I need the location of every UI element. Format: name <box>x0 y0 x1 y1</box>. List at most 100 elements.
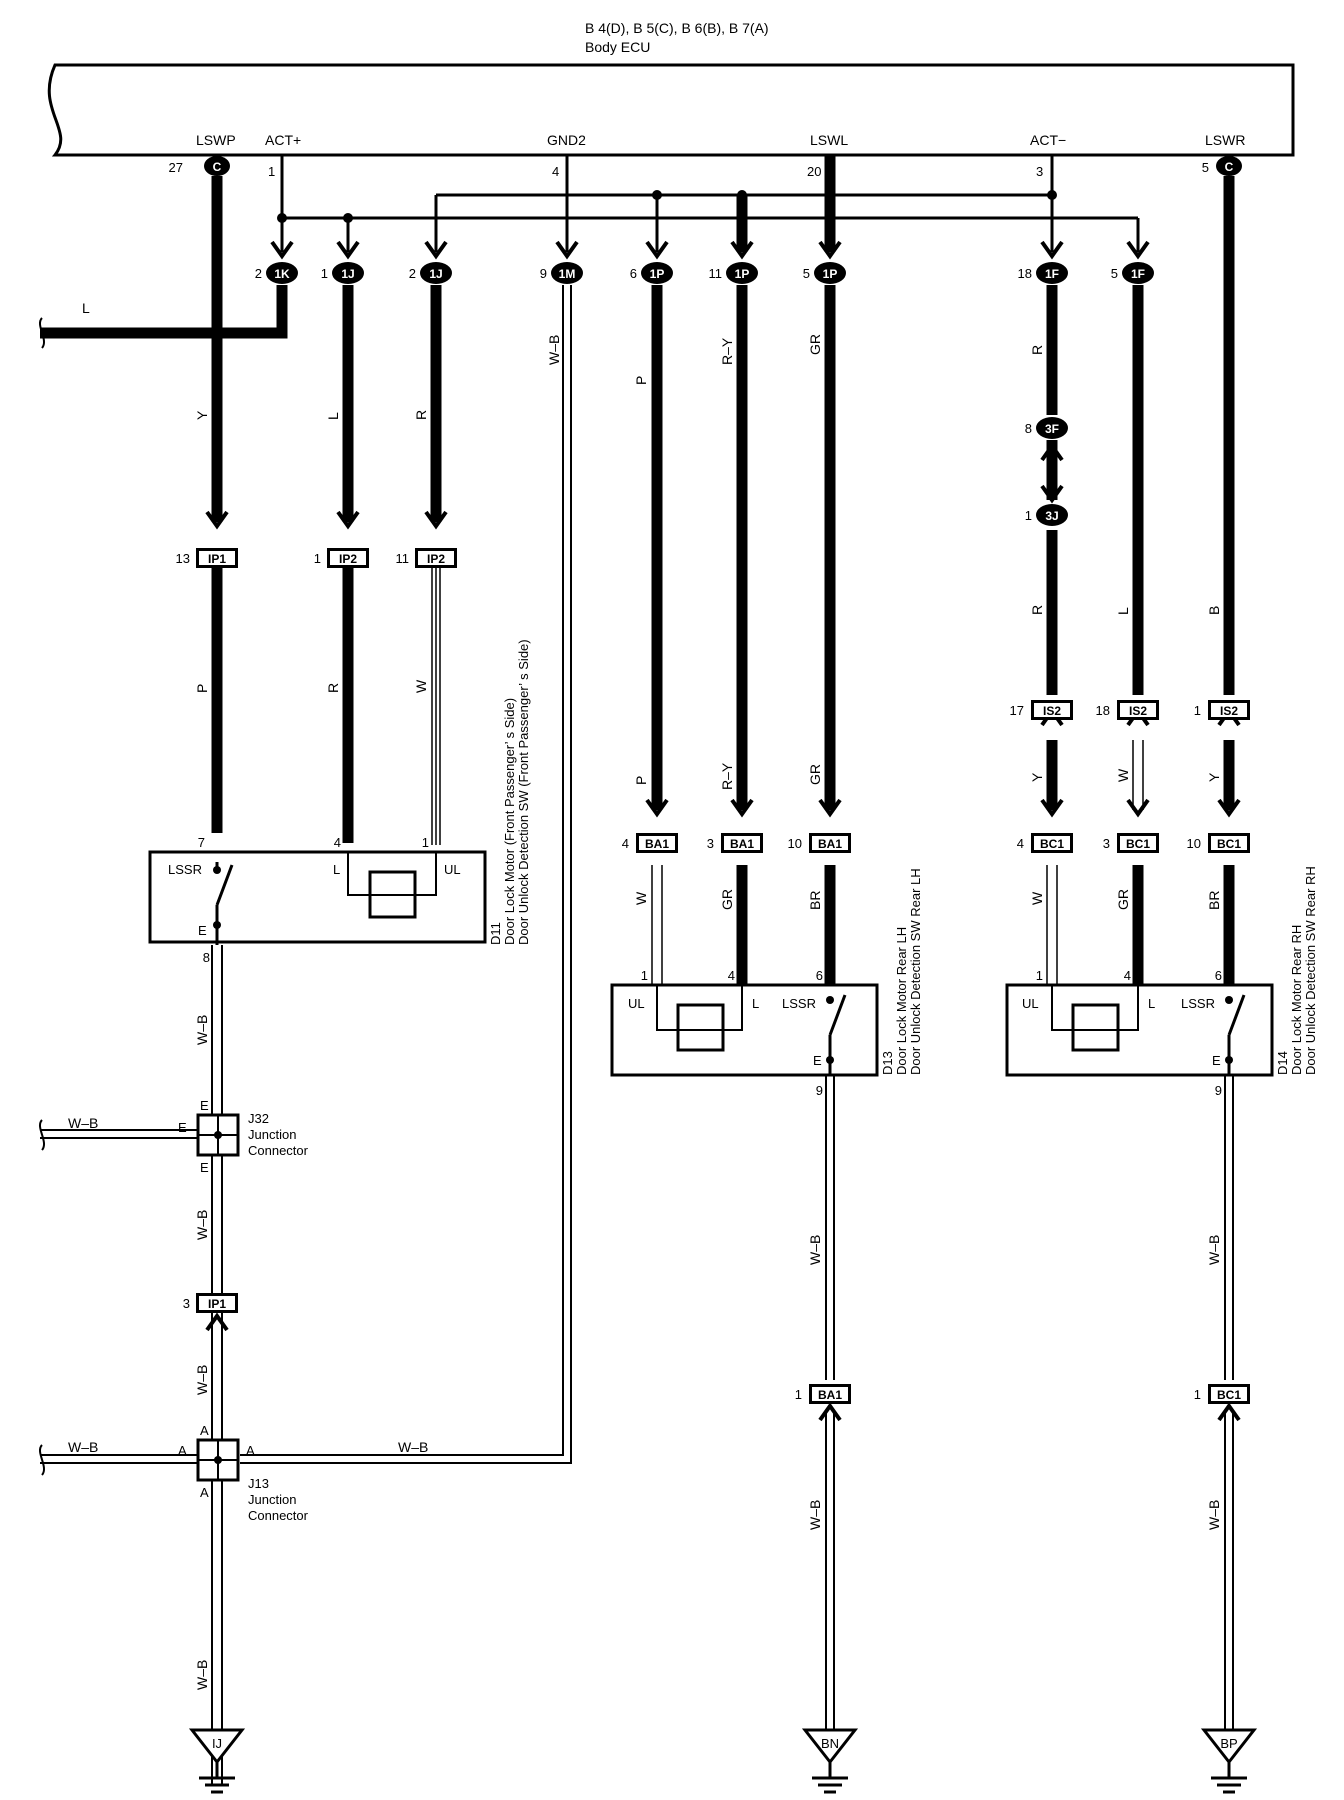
svg-text:LSSR: LSSR <box>168 862 202 877</box>
svg-text:D13: D13 <box>880 1051 895 1075</box>
svg-text:11: 11 <box>709 266 723 281</box>
svg-text:W–B: W–B <box>194 1660 210 1690</box>
svg-text:1F: 1F <box>1045 267 1059 281</box>
svg-text:R–Y: R–Y <box>719 337 735 365</box>
term-actm: ACT− <box>1030 132 1066 148</box>
svg-text:W–B: W–B <box>807 1500 823 1530</box>
svg-text:BC1: BC1 <box>1126 837 1150 851</box>
term-gnd2: GND2 <box>547 132 586 148</box>
svg-text:7: 7 <box>198 835 205 850</box>
pin-lswl: 20 <box>807 164 821 179</box>
svg-text:W–B: W–B <box>1206 1235 1222 1265</box>
term-actp: ACT+ <box>265 132 301 148</box>
conn-1m: 1M 9 <box>540 262 583 284</box>
svg-text:LSSR: LSSR <box>1181 996 1215 1011</box>
svg-text:1P: 1P <box>823 267 838 281</box>
wire-color-labels: L Y L R W–B P R–Y GR R R L B P R W P R–Y… <box>68 300 1222 1690</box>
conn-3f: 3F 8 <box>1025 417 1068 439</box>
conn-ba1-d: BA1 1 <box>795 1384 851 1404</box>
pin-actm: 3 <box>1036 164 1043 179</box>
round-connectors: 1K 2 1J 1 1J 2 1M 9 1P 6 1P 11 <box>255 262 1154 526</box>
svg-text:6: 6 <box>630 266 637 281</box>
term-lswr: LSWR <box>1205 132 1245 148</box>
svg-text:1P: 1P <box>650 267 665 281</box>
svg-text:GR: GR <box>719 889 735 910</box>
svg-text:IP1: IP1 <box>208 552 226 566</box>
pin-lswp: 27 <box>169 160 183 175</box>
junction-j13: A A A A J13 Junction Connector <box>178 1423 309 1523</box>
svg-text:W–B: W–B <box>807 1235 823 1265</box>
svg-text:L: L <box>752 996 759 1011</box>
svg-text:W–B: W–B <box>1206 1500 1222 1530</box>
pin-gnd2: 4 <box>552 164 559 179</box>
svg-text:W: W <box>1029 891 1045 905</box>
conn-ba1-c: BA1 10 <box>788 833 851 853</box>
svg-text:GR: GR <box>807 334 823 355</box>
svg-text:R–Y: R–Y <box>719 762 735 790</box>
term-lswl: LSWL <box>810 132 848 148</box>
svg-text:W–B: W–B <box>546 335 562 365</box>
svg-text:E: E <box>1212 1053 1221 1068</box>
svg-text:3: 3 <box>707 836 714 851</box>
svg-text:BC1: BC1 <box>1217 837 1241 851</box>
ecu-box <box>47 63 1295 157</box>
svg-text:Y: Y <box>1029 772 1045 782</box>
svg-text:Connector: Connector <box>248 1143 309 1158</box>
conn-1j-a: 1J 1 <box>321 262 364 284</box>
svg-text:W–B: W–B <box>398 1439 428 1455</box>
svg-text:W–B: W–B <box>194 1210 210 1240</box>
svg-text:Door Lock Motor Rear LH: Door Lock Motor Rear LH <box>894 927 909 1075</box>
svg-text:L: L <box>82 300 90 316</box>
svg-text:Connector: Connector <box>248 1508 309 1523</box>
junction-dots <box>277 190 1057 223</box>
svg-text:BA1: BA1 <box>818 837 842 851</box>
svg-text:GR: GR <box>807 764 823 785</box>
svg-text:L: L <box>1148 996 1155 1011</box>
ground-bp: BP <box>1200 1728 1258 1794</box>
conn-ip1-a: IP1 13 <box>176 548 238 568</box>
arrow-heads <box>205 240 1241 1422</box>
svg-text:9: 9 <box>816 1083 823 1098</box>
svg-text:4: 4 <box>622 836 629 851</box>
junction-j32: E E E J32 Junction Connector <box>178 1098 309 1175</box>
svg-text:R: R <box>325 683 341 693</box>
svg-text:P: P <box>633 776 649 785</box>
svg-text:1M: 1M <box>559 267 576 281</box>
svg-text:Door Unlock Detection SW Rear: Door Unlock Detection SW Rear RH <box>1303 866 1318 1075</box>
conn-bc1-d: BC1 1 <box>1194 1384 1250 1404</box>
conn-1j-b: 1J 2 <box>409 262 452 284</box>
component-d11: 7 4 1 8 LSSR L UL E D11 Door Lock Motor … <box>148 639 531 965</box>
conn-is2-a: IS2 17 <box>1010 700 1073 720</box>
conn-1f-b: 1F 5 <box>1111 262 1154 284</box>
svg-text:5: 5 <box>1111 266 1118 281</box>
svg-text:BA1: BA1 <box>645 837 669 851</box>
svg-text:L: L <box>333 862 340 877</box>
svg-text:J32: J32 <box>248 1111 269 1126</box>
conn-is2-c: IS2 1 <box>1194 700 1250 720</box>
svg-text:18: 18 <box>1018 266 1032 281</box>
conn-ip2-b: IP2 11 <box>396 548 457 568</box>
svg-text:1F: 1F <box>1131 267 1145 281</box>
svg-text:11: 11 <box>396 551 410 566</box>
svg-text:Junction: Junction <box>248 1127 296 1142</box>
svg-text:6: 6 <box>1215 968 1222 983</box>
ecu-conn-c-right <box>1216 156 1242 176</box>
svg-text:A: A <box>178 1443 187 1458</box>
svg-text:4: 4 <box>334 835 341 850</box>
svg-text:1: 1 <box>1036 968 1043 983</box>
svg-text:LSSR: LSSR <box>782 996 816 1011</box>
body-ecu: B 4(D), B 5(C), B 6(B), B 7(A) Body ECU … <box>47 20 1295 179</box>
svg-text:Door Lock Motor (Front Passeng: Door Lock Motor (Front Passenger’ s Side… <box>502 698 517 945</box>
svg-text:18: 18 <box>1096 703 1110 718</box>
svg-text:2: 2 <box>409 266 416 281</box>
svg-text:4: 4 <box>1017 836 1024 851</box>
conn-ba1-a: BA1 4 <box>622 833 678 853</box>
wires <box>40 155 1235 1785</box>
svg-text:10: 10 <box>1187 836 1201 851</box>
ecu-name: Body ECU <box>585 39 650 55</box>
conn-bc1-c: BC1 10 <box>1187 833 1250 853</box>
svg-text:W–B: W–B <box>194 1015 210 1045</box>
svg-text:W–B: W–B <box>194 1365 210 1395</box>
conn-1k: 1K 2 <box>255 262 298 284</box>
svg-text:IP2: IP2 <box>427 552 445 566</box>
